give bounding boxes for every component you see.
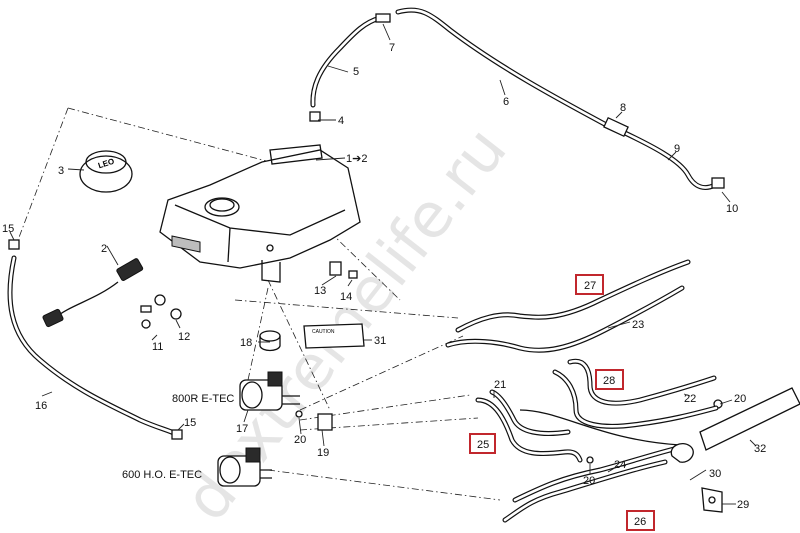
decal-31: CAUTION (303, 323, 365, 349)
engine-label-600: 600 H.O. E-TEC (122, 469, 202, 481)
fitting-7 (375, 13, 391, 23)
filter-8 (603, 116, 629, 138)
callout-11: 11 (152, 341, 163, 353)
callout-15-top: 15 (2, 223, 14, 235)
callout-29: 29 (737, 499, 749, 511)
fuel-pump-17 (239, 371, 300, 411)
callouts: 1➔2 2 3 4 5 6 7 8 9 10 11 12 13 14 15 15… (2, 42, 766, 528)
highlight-box-25 (469, 433, 496, 454)
hose-24-26 (502, 445, 681, 523)
callout-7: 7 (389, 42, 395, 54)
highlight-boxes (469, 274, 655, 531)
callout-23: 23 (632, 319, 644, 331)
callout-10: 10 (726, 203, 738, 215)
hose-23-27 (445, 259, 691, 353)
fuel-cap-3: LEO (79, 150, 133, 193)
svg-text:CAUTION: CAUTION (312, 329, 335, 335)
fuel-tank (159, 144, 361, 283)
highlight-box-26 (626, 510, 655, 531)
callout-19: 19 (317, 447, 329, 459)
callout-9: 9 (674, 143, 680, 155)
hardware-11-14 (140, 261, 358, 329)
assembly-dash-lines (17, 107, 501, 501)
callout-25: 25 (477, 439, 489, 451)
bracket-29 (701, 487, 723, 513)
callout-2: 2 (101, 243, 107, 255)
callout-1-2: 1➔2 (346, 153, 367, 165)
leader-lines (9, 23, 757, 505)
callout-20-a: 20 (294, 434, 306, 446)
valve-4 (309, 111, 321, 122)
hose-16 (7, 239, 183, 440)
fitting-19-20 (295, 399, 723, 464)
callout-5: 5 (353, 66, 359, 78)
callout-26: 26 (634, 516, 646, 528)
highlight-box-28 (595, 369, 624, 390)
fitting-10 (711, 177, 725, 189)
callout-4: 4 (338, 115, 344, 127)
callout-27: 27 (584, 280, 596, 292)
callout-13: 13 (314, 285, 326, 297)
callout-16: 16 (35, 400, 47, 412)
engine-label-800r: 800R E-TEC (172, 393, 234, 405)
callout-30: 30 (709, 468, 721, 480)
callout-6: 6 (503, 96, 509, 108)
callout-14: 14 (340, 291, 352, 303)
clamp-18 (259, 330, 281, 352)
heat-shield-32 (699, 387, 800, 451)
clamp-30 (670, 442, 694, 463)
callout-3: 3 (58, 165, 64, 177)
callout-22: 22 (684, 393, 696, 405)
callout-8: 8 (620, 102, 626, 114)
callout-32: 32 (754, 443, 766, 455)
callout-17: 17 (236, 423, 248, 435)
callout-24: 24 (614, 459, 626, 471)
hose-5-6-9 (309, 7, 725, 190)
callout-20-b: 20 (583, 475, 595, 487)
callout-18: 18 (240, 337, 252, 349)
fuel-pump-600 (217, 447, 272, 487)
highlight-box-27 (575, 274, 604, 295)
callout-28: 28 (603, 375, 615, 387)
hose-22-28 (552, 358, 719, 429)
callout-15-bottom: 15 (184, 417, 196, 429)
sensor-2 (42, 258, 144, 328)
callout-31: 31 (374, 335, 386, 347)
hose-21-25 (475, 389, 681, 463)
callout-12: 12 (178, 331, 190, 343)
callout-21: 21 (494, 379, 506, 391)
callout-20-c: 20 (734, 393, 746, 405)
